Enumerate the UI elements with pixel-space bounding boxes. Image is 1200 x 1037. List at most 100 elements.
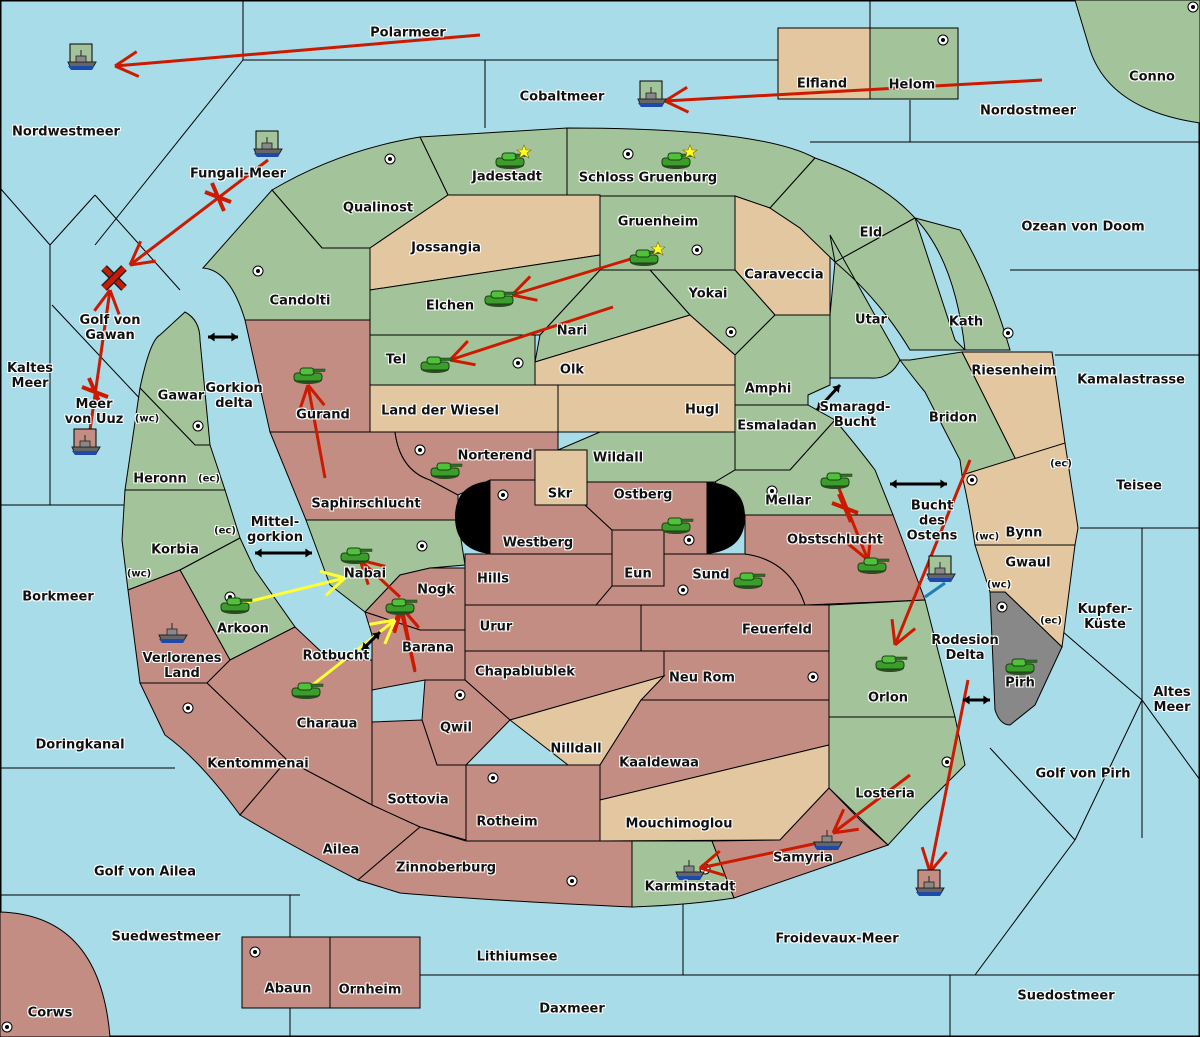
supply-center-icon [487,772,499,784]
territory-heronn[interactable] [124,386,226,491]
territory-label-rotheim: Rotheim [476,814,538,830]
territory-label-verlorenes: Verlorenes Land [142,651,222,681]
territory-label-elchen: Elchen [425,298,475,314]
supply-center-icon [416,540,428,552]
territory-label-ornheim: Ornheim [338,982,402,998]
arrowhead [298,384,310,411]
supply-center-icon [252,265,264,277]
territory-kath[interactable] [913,217,1011,351]
territory-label-skr: Skr [547,486,573,502]
territory-ornheim[interactable] [329,936,421,1009]
territory-label-sund: Sund [692,567,730,583]
coast-label-gwaul_ec: (ec) [1040,615,1062,627]
territory-label-qualinost: Qualinost [342,200,414,216]
passage-arrowhead [963,695,970,705]
territory-samyria[interactable] [711,787,889,899]
move-order-arrow [664,78,1043,103]
territory-label-kamala: Kamalastrasse [1077,372,1185,388]
territory-label-rotbucht: Rotbucht [302,648,370,664]
coast-label-gawar_wc: (wc) [134,413,160,425]
territory-eld[interactable] [769,157,916,263]
territory-label-mouchi: Mouchimoglou [625,816,733,832]
fleet-unit[interactable] [915,869,945,897]
territory-label-gwaul: Gwaul [1005,555,1051,571]
territory-label-eun: Eun [624,566,652,582]
fleet-unit[interactable] [253,130,283,158]
territory-bynn[interactable] [961,442,1079,546]
territory-qualinost[interactable] [271,136,449,249]
fleet-unit[interactable] [71,428,101,456]
territory-gruenheim[interactable] [599,195,736,271]
territory-label-karminstadt: Karminstadt [644,879,736,895]
territory-obstschlucht[interactable] [744,514,926,606]
territory-elfland[interactable] [777,27,871,100]
territory-nari[interactable] [534,269,691,363]
fleet-unit[interactable] [67,43,97,71]
territory-label-gorkiondelta: Gorkion delta [205,381,263,411]
territory-label-golfpirh: Golf von Pirh [1035,766,1131,782]
territory-label-qwil: Qwil [440,720,472,736]
territory-label-mittelgorkion: Mittel- gorkion [247,515,303,545]
territory-label-nilldall: Nilldall [550,741,602,757]
coast-label-gwaul_wc: (wc) [986,579,1012,591]
territory-label-fungali: Fungali-Meer [189,166,287,182]
territory-label-charaua: Charaua [296,716,358,732]
territory-label-ailea: Ailea [322,842,360,858]
territory-label-mellar: Mellar [765,493,811,509]
territory-utar[interactable] [829,217,967,379]
territory-label-buchtostens: Bucht des Ostens [906,498,958,544]
territory-corws[interactable] [0,911,111,1037]
supply-center-icon [966,474,978,486]
territory-label-doom: Ozean von Doom [1021,219,1145,235]
territory-label-korbia: Korbia [151,542,199,558]
coast-label-korbia_wc: (wc) [126,568,152,580]
territory-label-kath: Kath [948,314,984,330]
territory-label-doringkanal: Doringkanal [35,737,125,753]
territory-label-polarmeer: Polarmeer [370,25,446,41]
move-order-arrow [893,459,972,646]
territory-bridon[interactable] [898,351,1021,476]
territory-label-schloss: Schloss Gruenburg [578,170,718,186]
territory-label-yokai: Yokai [688,286,728,302]
passage-arrowhead [362,642,370,650]
fleet-unit[interactable] [926,555,956,583]
arrowhead [93,289,112,312]
territory-label-smaragd: Smaragd- Bucht [819,400,891,430]
territory-label-wiesel: Land der Wiesel [381,403,499,419]
passage-arrowhead [255,548,262,558]
territory-label-teisee: Teisee [1116,478,1162,494]
supply-center-icon [454,689,466,701]
territory-label-hills: Hills [477,571,509,587]
territory-label-utar: Utar [855,312,887,328]
territory-label-rodesion: Rodesion Delta [931,633,999,663]
supply-center-icon [725,326,737,338]
arrowhead [894,627,917,647]
territory-label-abaun: Abaun [264,981,312,997]
territory-label-jossangia: Jossangia [411,240,481,256]
impassable-regions [455,481,745,554]
passage-arrowhead [231,332,238,342]
territory-eun[interactable] [611,529,665,587]
territory-label-losteria: Losteria [855,786,915,802]
territory-rotheim[interactable] [465,764,601,842]
impassable-west [455,481,490,554]
territory-label-borkmeer: Borkmeer [22,589,94,605]
territory-label-norterend: Norterend [457,448,533,464]
supply-center-icon [807,671,819,683]
fleet-unit[interactable] [637,80,667,108]
territory-label-tel: Tel [385,352,407,368]
supply-center-icon [996,601,1008,613]
passage-arrowhead [305,548,312,558]
territory-label-neurom: Neu Rom [669,670,735,686]
territory-pirh[interactable] [989,591,1063,726]
arrowhead [846,542,869,562]
supply-center-icon [683,534,695,546]
territory-label-bynn: Bynn [1005,525,1043,541]
territory-label-riesenheim: Riesenheim [971,363,1057,379]
supply-center-icon [691,244,703,256]
territory-label-bridon: Bridon [928,410,978,426]
arrowhead [319,569,346,580]
territory-label-kaltes: Kaltes Meer [6,361,54,391]
supply-center-icon [249,946,261,958]
arrowhead [664,99,690,114]
